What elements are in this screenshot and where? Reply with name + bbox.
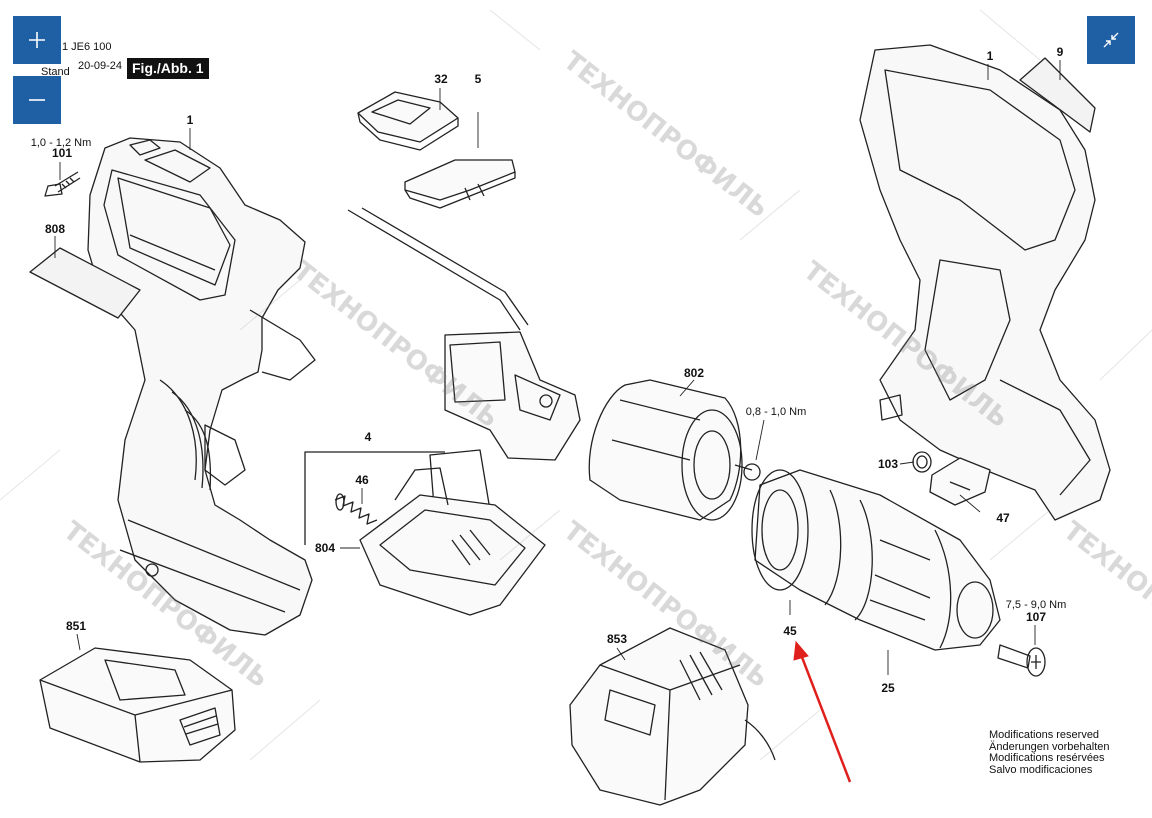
date-value: 20-09-24 (78, 60, 123, 72)
modification-line: Salvo modificaciones (989, 763, 1093, 776)
part-number: 1 (986, 49, 994, 63)
zoom-out-button[interactable] (13, 76, 61, 124)
housing-right-shape (859, 44, 1111, 521)
modifications-note: Modifications reserved Änderungen vorbeh… (989, 729, 1110, 776)
part-number: 45 (783, 624, 797, 638)
minus-icon (29, 99, 45, 101)
figure-label: Fig./Abb. 1 (127, 58, 209, 79)
exit-fullscreen-icon (1103, 32, 1119, 48)
part-number: 47 (996, 511, 1010, 525)
model-number: 1 JE6 100 (62, 41, 112, 53)
modification-line: Änderungen vorbehalten (989, 740, 1110, 753)
screw-107-shape (997, 644, 1046, 677)
spring-46-shape (334, 493, 378, 525)
slider-5-shape (404, 159, 516, 209)
battery-851-shape (39, 647, 236, 763)
torque-spec-motor: 0,8 - 1,0 Nm (745, 406, 807, 418)
part-number: 32 (434, 72, 448, 86)
zoom-in-button[interactable] (13, 16, 61, 64)
switch-cap-32-shape (357, 91, 459, 151)
callout-bracket (304, 451, 445, 545)
date-label: Stand (41, 66, 70, 78)
part-number: 851 (65, 619, 87, 633)
watermark-lines (0, 9, 1152, 761)
modification-line: Modifications resérvées (989, 752, 1105, 764)
part-number: 103 (877, 457, 899, 471)
nameplate-9-shape (1019, 57, 1096, 133)
electronics-804-shape (359, 467, 546, 616)
modification-line: Modifications reserved (989, 729, 1100, 741)
chuck-25-shape (751, 469, 1001, 651)
housing-left-shape (87, 137, 316, 636)
part-number: 4 (364, 430, 372, 444)
part-number: 802 (683, 366, 705, 380)
rubber-plug-103-shape (912, 451, 932, 473)
part-number: 25 (881, 681, 895, 695)
switch-4-shape (429, 331, 581, 526)
torque-spec-101: 1,0 - 1,2 Nm (30, 137, 92, 149)
lead-wires (347, 207, 529, 331)
motor-802-shape (588, 379, 761, 521)
label-808-shape (29, 247, 141, 319)
part-number: 1 (186, 113, 194, 127)
part-number: 5 (474, 72, 482, 86)
part-number: 9 (1056, 45, 1064, 59)
part-number: 107 (1025, 610, 1047, 624)
red-arrow (793, 640, 852, 783)
exit-fullscreen-button[interactable] (1087, 16, 1135, 64)
block-47-shape (929, 457, 991, 506)
part-number: 808 (44, 222, 66, 236)
part-number: 101 (51, 146, 73, 160)
charger-853-shape (569, 627, 776, 806)
plus-icon (29, 32, 45, 48)
leader-lines (54, 60, 1061, 675)
part-number: 46 (355, 473, 369, 487)
part-number: 853 (606, 632, 628, 646)
part-number: 804 (314, 541, 336, 555)
screw-101-shape (44, 171, 81, 197)
torque-spec-107: 7,5 - 9,0 Nm (1005, 599, 1067, 611)
